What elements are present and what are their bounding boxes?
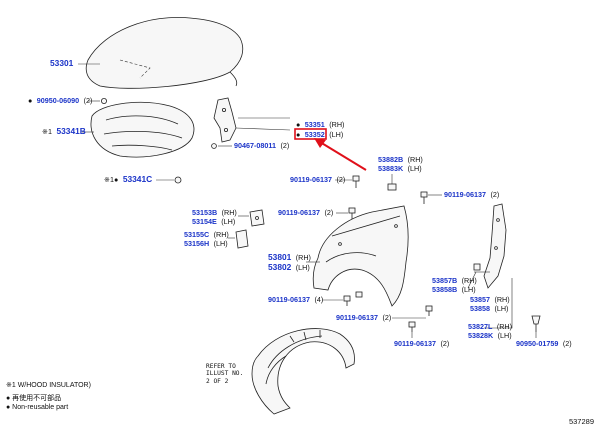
support-clip [473, 263, 481, 271]
bolt-d [343, 291, 363, 306]
seal-lh-callout[interactable]: 53828K (LH) [468, 325, 512, 342]
figure-id: 537289 [568, 417, 594, 426]
ref-line-1: REFER TO [206, 363, 236, 370]
hinge-rh-callout[interactable]: ● 53351 (RH) [296, 114, 344, 131]
support2-lh-callout[interactable]: 53858 (LH) [470, 298, 508, 315]
bracket-lh-callout[interactable]: 53154E (LH) [192, 211, 235, 228]
support-rh-callout[interactable]: 53857B (RH) [432, 270, 477, 287]
ref-line-2: ILLUST NO. [206, 370, 244, 378]
bolt-f-callout[interactable]: 90119-06137 (2) [394, 333, 449, 350]
clip-top [101, 98, 108, 105]
legend-note-3: ● Non-reusable part [6, 404, 69, 411]
legend-note-1: ※1 W/HOOD INSULATOR) [6, 382, 91, 389]
bolt-e [425, 305, 433, 316]
fender-bracket-upper[interactable] [249, 209, 265, 227]
bolt-b-callout[interactable]: 90119-06137 (2) [444, 184, 499, 201]
hinge-bolt [211, 143, 217, 149]
bracket2-lh-callout[interactable]: 53156H (LH) [184, 233, 228, 250]
highlight-arrow [314, 138, 367, 171]
insulator-callout[interactable]: ※1 53341B [42, 121, 86, 138]
reference-note: REFER TO ILLUST NO. 2 OF 2 [206, 363, 243, 385]
hinge-bolt-callout[interactable]: 90467-08011 (2) [234, 135, 289, 152]
hinge-lh-callout[interactable]: ● 53352 (LH) [296, 124, 343, 141]
hood-insulator[interactable] [90, 101, 195, 158]
highlight-box [294, 128, 327, 140]
bolt-d-callout[interactable]: 90119-06137 (4) [268, 289, 323, 306]
clip-b [531, 315, 541, 332]
fender-insulator-lh-callout[interactable]: 53883K (LH) [378, 158, 422, 175]
bolt-c-callout[interactable]: 90119-06137 (2) [278, 202, 333, 219]
ref-line-3: 2 OF 2 [206, 377, 229, 385]
support-lh-callout[interactable]: 53858B (LH) [432, 279, 476, 296]
insulator-clip [174, 176, 182, 184]
fender-bracket-lower[interactable] [235, 229, 249, 249]
bolt-f [408, 321, 416, 332]
fender-rh-callout[interactable]: 53801 (RH) [268, 247, 311, 264]
support2-rh-callout[interactable]: 53857 (RH) [470, 289, 510, 306]
front-fender[interactable] [312, 205, 409, 307]
fender-support[interactable] [483, 203, 507, 289]
bolt-a [352, 175, 360, 188]
clip-top-callout[interactable]: ● 90950-06090 (2) [28, 90, 92, 107]
fender-insulator-rh-callout[interactable]: 53882B (RH) [378, 149, 423, 166]
hood-panel[interactable] [85, 17, 244, 89]
bolt-e-callout[interactable]: 90119-06137 (2) [336, 307, 391, 324]
seal-rh-callout[interactable]: 53827L (RH) [468, 316, 512, 333]
fender-insulator-pad[interactable] [387, 183, 397, 191]
hood-hinge[interactable] [213, 97, 237, 143]
fender-liner[interactable] [251, 328, 355, 415]
bolt-b [420, 191, 428, 204]
clip-b-callout[interactable]: 90950-01759 (2) [516, 333, 572, 350]
bracket-rh-callout[interactable]: 53153B (RH) [192, 202, 237, 219]
legend-note-2: ● 再使用不可部品 [6, 395, 62, 402]
insulator-clip-callout[interactable]: ※1● 53341C [104, 169, 152, 186]
fender-lh-callout[interactable]: 53802 (LH) [268, 257, 310, 274]
bolt-a-callout[interactable]: 90119-06137 (2) [290, 169, 345, 186]
bracket2-rh-callout[interactable]: 53155C (RH) [184, 224, 229, 241]
hood-callout[interactable]: 53301 [50, 58, 74, 68]
